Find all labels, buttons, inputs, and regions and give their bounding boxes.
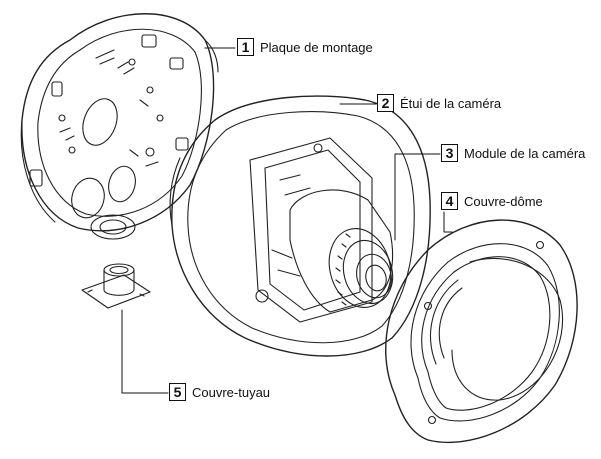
leader-lines: [121, 47, 453, 394]
callout-4: 4 Couvre-dôme: [441, 192, 543, 210]
camera-module: [289, 189, 394, 313]
dome-cover: [385, 219, 578, 444]
leader-line-5: [121, 309, 169, 394]
mounting-plate: [20, 13, 219, 240]
callout-5: 5 Couvre-tuyau: [169, 383, 270, 401]
part-label-3: Module de la caméra: [464, 145, 586, 161]
callout-1: 1 Plaque de montage: [237, 38, 373, 56]
callout-3: 3 Module de la caméra: [441, 144, 585, 162]
leader-line-3: [394, 153, 441, 241]
leader-line-4: [443, 211, 453, 233]
part-number-2: 2: [377, 94, 394, 112]
callout-2: 2 Étui de la caméra: [377, 94, 501, 112]
part-number-1: 1: [237, 38, 254, 56]
pipe-cover: [81, 263, 151, 309]
part-label-2: Étui de la caméra: [400, 95, 502, 111]
part-number-3: 3: [441, 144, 458, 162]
camera-housing: [169, 95, 431, 357]
part-label-1: Plaque de montage: [260, 39, 373, 55]
part-label-4: Couvre-dôme: [464, 193, 543, 209]
part-label-5: Couvre-tuyau: [192, 384, 271, 400]
part-number-5: 5: [169, 383, 186, 401]
part-number-4: 4: [441, 192, 458, 210]
